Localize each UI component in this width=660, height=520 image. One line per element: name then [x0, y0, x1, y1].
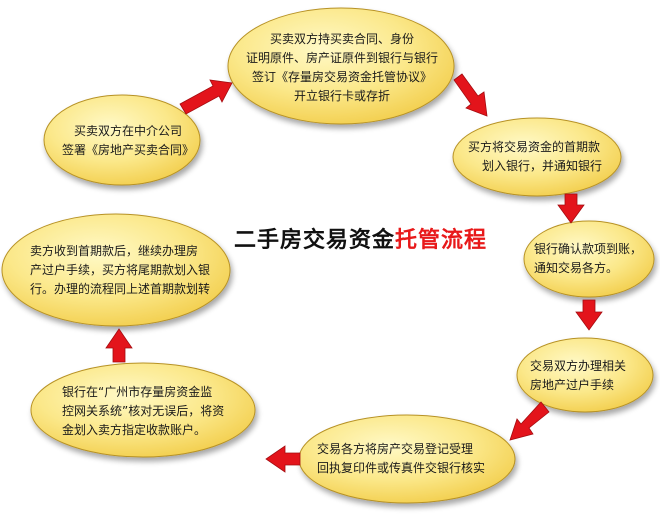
step-4-text: 银行确认款项到账， 通知交易各方。: [534, 242, 643, 275]
step-1-text: 买卖双方在中介公司 签署《房地产买卖合同》: [62, 124, 195, 157]
arrow-4-to-5: [575, 299, 603, 331]
title-accent: 托管流程: [395, 228, 488, 253]
arrow-6-to-7: [265, 445, 301, 473]
bubble-step-2: [227, 7, 455, 125]
arrow-2-to-3: [453, 73, 488, 117]
step-3-text: 买方将交易资金的首期款 划入银行，并通知银行: [468, 140, 603, 173]
step-2-text: 买卖双方持买卖合同、身份 证明原件、房产证原件到银行与银行 签订《存量房交易资金…: [245, 32, 438, 103]
arrow-5-to-6: [509, 401, 550, 441]
diagram-title: 二手房交易资金托管流程: [234, 222, 487, 254]
arrow-3-to-4: [557, 193, 585, 224]
title-main: 二手房交易资金: [234, 228, 396, 253]
step-5-text: 交易双方办理相关 房地产过户手续: [530, 359, 627, 392]
bubble-step-7: [30, 362, 256, 458]
bubble-step-3: [452, 117, 622, 197]
bubble-step-8: [1, 213, 231, 327]
arrow-1-to-2: [179, 79, 233, 115]
arrow-7-to-8: [105, 328, 133, 363]
step-8-text: 卖方收到首期款后，继续办理房 产过户手续，买方将尾期款划入银 行。办理的流程同上…: [30, 244, 211, 296]
step-7-text: 银行在“广州市存量房资金监 控网关系统”核对无误后，将资 金划入卖方指定收款账户…: [62, 385, 225, 437]
bubble-step-5: [516, 337, 654, 413]
step-6-text: 交易各方将房产交易登记受理 回执复印件或传真件交银行核实: [317, 442, 486, 475]
bubble-step-4: [523, 220, 655, 298]
bubble-step-1: [43, 94, 201, 186]
